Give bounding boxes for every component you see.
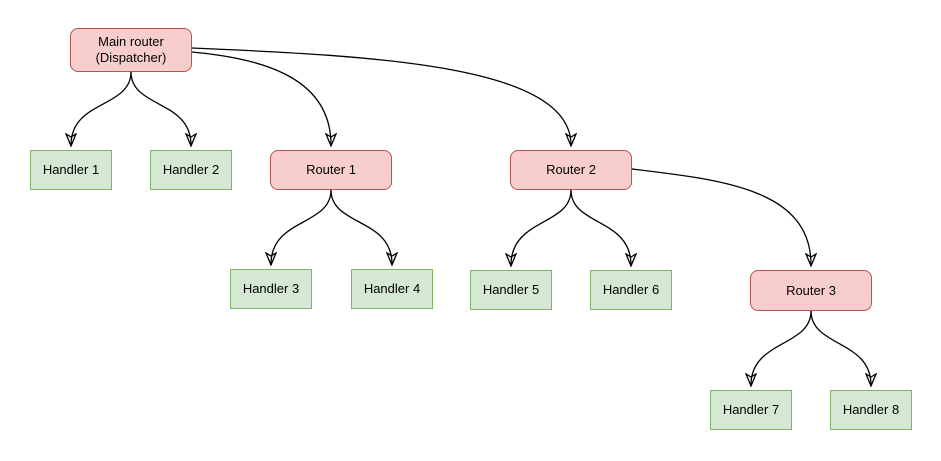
edge-main-router2: [191, 47, 571, 145]
node-handler-6: Handler 6: [590, 270, 672, 310]
node-handler-2: Handler 2: [150, 150, 232, 190]
edge-router2-router3: [631, 168, 811, 265]
node-label: Router 2: [546, 162, 596, 177]
edge-router2-handler5: [511, 189, 572, 265]
node-label: Handler 8: [842, 402, 900, 417]
edge-router1-handler4: [330, 189, 392, 264]
edge-main-router1: [191, 51, 331, 145]
node-label: Router 1: [306, 162, 356, 177]
node-handler-1: Handler 1: [30, 150, 112, 190]
edge-main-handler2: [130, 71, 191, 145]
node-label: Router 3: [786, 282, 836, 298]
node-label: Handler 4: [363, 281, 421, 296]
node-main-router: Main router (Dispatcher): [70, 28, 192, 72]
node-handler-8: Handler 8: [830, 390, 912, 430]
node-label: Handler 1: [42, 162, 100, 177]
node-handler-7: Handler 7: [710, 390, 792, 430]
edge-router3-handler8: [810, 310, 871, 385]
edge-main-handler1: [71, 71, 132, 145]
node-handler-3: Handler 3: [230, 269, 312, 309]
node-label: Handler 7: [722, 402, 780, 417]
node-label: Handler 3: [242, 281, 300, 296]
node-handler-5: Handler 5: [470, 270, 552, 310]
node-label: Handler 6: [602, 282, 660, 297]
node-router-1: Router 1: [270, 150, 392, 190]
node-handler-4: Handler 4: [351, 269, 433, 309]
edge-router1-handler3: [271, 189, 332, 264]
node-label: Handler 2: [162, 162, 220, 177]
edge-router3-handler7: [751, 310, 812, 385]
node-label: Handler 5: [482, 282, 540, 297]
edge-router2-handler6: [570, 189, 631, 265]
node-router-2: Router 2: [510, 150, 632, 190]
node-router-3: Router 3: [750, 270, 872, 311]
node-label: Main router (Dispatcher): [95, 34, 167, 65]
